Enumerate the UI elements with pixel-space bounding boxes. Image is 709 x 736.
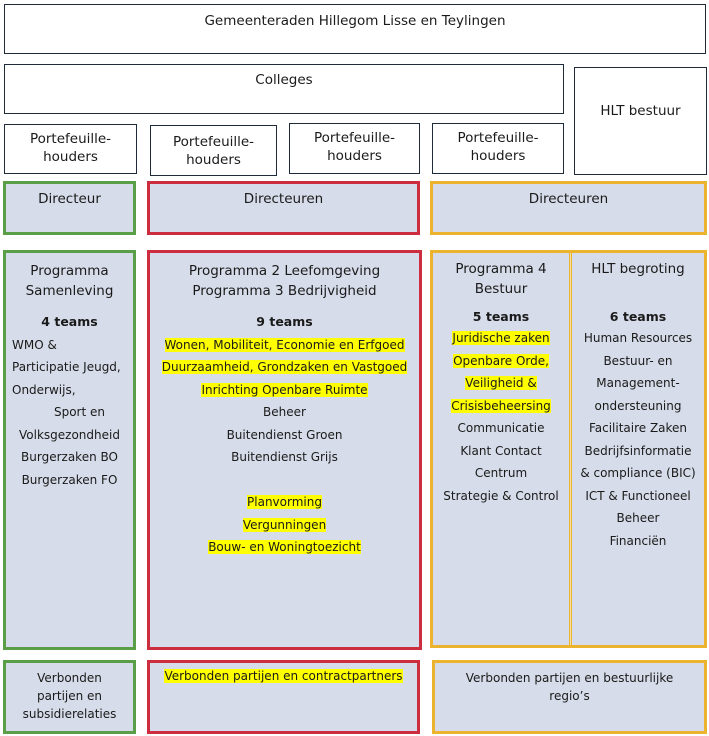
portefeuillehouders-line1: Portefeuille- [457,130,539,146]
team-count: 9 teams [256,314,313,329]
team-item: Participatie Jeugd, [12,360,121,374]
programma-bedrijvigheid-title-2: Programma 3 Bedrijvigheid [192,283,377,299]
team-count: 4 teams [41,314,98,329]
team-item: Bestuur- en [603,353,673,368]
team-item: Burgerzaken FO [21,472,118,487]
portefeuillehouders-line2: houders [470,148,526,164]
portefeuillehouders-box-2: Portefeuille- houders [150,125,277,176]
verbonden-partijen-samenleving-box: Verbonden partijen en subsidierelaties [3,660,136,734]
team-item: Facilitaire Zaken [588,421,688,435]
team-item: Onderwijs, [12,382,76,397]
directeuren-leefomgeving-box: Directeuren [147,181,420,235]
team-spacer [150,469,419,492]
column-divider [569,253,572,645]
team-item: Klant Contact [460,443,542,458]
team-item: Centrum [474,466,528,480]
programma-bestuur-column: Programma 4 Bestuur 5 teams Juridische z… [433,253,569,507]
colleges-box: Colleges [4,64,564,114]
portefeuillehouders-line2: houders [327,148,382,164]
team-item-highlighted: Inrichting Openbare Ruimte [201,382,368,397]
programma-samenleving-box: Programma Samenleving 4 teams WMO & Part… [3,250,136,650]
team-item: & compliance (BIC) [580,466,696,480]
team-item: Volksgezondheid [19,427,120,442]
team-item: Beheer [263,405,306,419]
team-item-highlighted: Crisisbeheersing [451,398,551,413]
team-item: WMO & [12,337,57,352]
team-item: Communicatie [457,421,545,435]
team-item: ICT & Functioneel [585,488,691,503]
partners-line: regio’s [549,689,590,703]
team-item: Human Resources [583,331,693,345]
programma-samenleving-title-1: Programma [30,263,109,279]
hlt-begroting-title: HLT begroting [591,261,685,277]
team-item-highlighted: Wonen, Mobiliteit, Economie en Erfgoed [164,337,405,352]
team-item: Buitendienst Groen [226,427,343,442]
portefeuillehouders-box-1: Portefeuille- houders [4,124,137,174]
team-item-highlighted: Juridische zaken [452,331,550,345]
verbonden-partijen-bestuur-box: Verbonden partijen en bestuurlijke regio… [432,660,707,734]
team-count: 5 teams [472,309,530,324]
portefeuillehouders-line2: houders [186,152,241,168]
programma-leefomgeving-box: Programma 2 Leefomgeving Programma 3 Bed… [147,250,422,650]
directeuren-leefomgeving-label: Directeuren [243,191,324,207]
gemeenteraden-box: Gemeenteraden Hillegom Lisse en Teylinge… [4,4,706,54]
partners-line: Verbonden [37,671,102,685]
directeuren-bestuur-box: Directeuren [430,181,707,235]
programma-leefomgeving-title-1: Programma 2 Leefomgeving [188,263,381,279]
hlt-begroting-column: HLT begroting 6 teams Human Resources Be… [572,253,704,552]
team-item-highlighted: Planvorming [247,495,322,509]
partners-line: subsidierelaties [22,707,117,721]
portefeuillehouders-box-4: Portefeuille- houders [432,123,564,174]
team-item: Bedrijfsinformatie [584,443,692,458]
team-item-highlighted: Bouw- en Woningtoezicht [208,540,361,554]
portefeuillehouders-line1: Portefeuille- [313,130,396,146]
gemeenteraden-label: Gemeenteraden Hillegom Lisse en Teylinge… [204,13,506,29]
team-item: Management- [596,376,680,390]
portefeuillehouders-line1: Portefeuille- [29,131,112,147]
team-item-highlighted: Vergunningen [242,517,327,532]
verbonden-partijen-leefomgeving-box: Verbonden partijen en contractpartners [147,660,420,734]
colleges-label: Colleges [255,72,313,88]
team-item: Financiën [609,533,667,548]
hlt-bestuur-box: HLT bestuur [574,67,707,175]
portefeuillehouders-line2: houders [43,149,98,165]
team-item: Beheer [616,511,660,525]
portefeuillehouders-line1: Portefeuille- [172,134,255,150]
directeur-samenleving-box: Directeur [3,181,136,235]
partners-line: partijen en [36,689,103,703]
programma-bestuur-title-1: Programma 4 [455,261,547,277]
team-count: 6 teams [609,309,667,324]
team-item-highlighted: Veiligheid & [465,376,537,390]
hlt-bestuur-label: HLT bestuur [600,103,681,119]
team-item: Strategie & Control [443,488,559,503]
team-item-highlighted: Openbare Orde, [453,353,549,368]
partners-line: Verbonden partijen en bestuurlijke [465,671,674,685]
programma-bestuur-group: Programma 4 Bestuur 5 teams Juridische z… [430,250,707,648]
programma-bestuur-title-2: Bestuur [474,281,528,297]
team-item: Burgerzaken BO [21,450,118,464]
directeuren-bestuur-label: Directeuren [528,191,609,207]
team-item-highlighted: Duurzaamheid, Grondzaken en Vastgoed [161,360,408,374]
team-item: ondersteuning [594,398,682,413]
programma-samenleving-title-2: Samenleving [25,283,114,299]
partners-label-highlighted: Verbonden partijen en contractpartners [164,669,403,683]
team-item: Buitendienst Grijs [231,450,338,464]
team-item: Sport en [53,405,106,419]
portefeuillehouders-box-3: Portefeuille- houders [289,123,420,174]
directeur-samenleving-label: Directeur [38,191,101,207]
